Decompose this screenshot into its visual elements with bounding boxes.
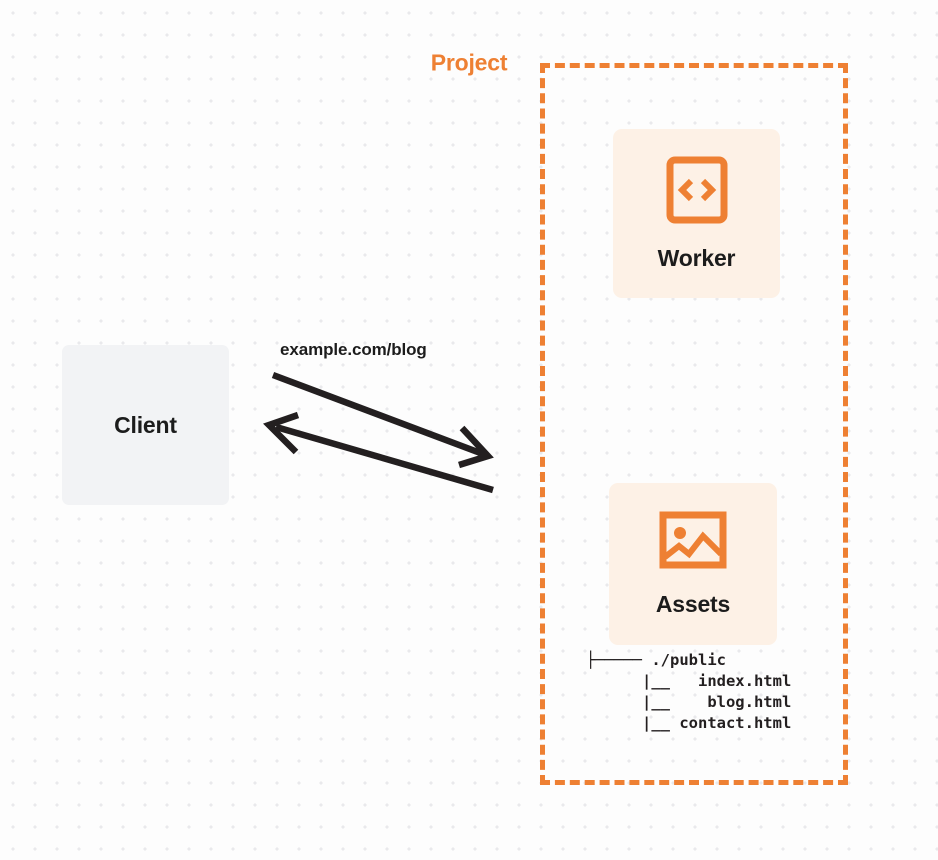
image-icon xyxy=(659,510,727,575)
project-container xyxy=(540,63,848,785)
client-node: Client xyxy=(62,345,229,505)
assets-node: Assets xyxy=(609,483,777,645)
file-tree-line: |__ contact.html xyxy=(586,714,792,732)
worker-node-label: Worker xyxy=(657,244,736,271)
project-title: Project xyxy=(424,49,514,77)
worker-node: Worker xyxy=(613,129,780,298)
code-brackets-icon xyxy=(666,156,728,229)
response-arrow xyxy=(263,411,494,494)
file-tree-line: |__ blog.html xyxy=(586,693,792,711)
file-tree-line: |__ index.html xyxy=(586,672,792,690)
request-url-label: example.com/blog xyxy=(280,340,427,359)
client-node-label: Client xyxy=(114,411,177,438)
connection-arrows xyxy=(263,371,494,494)
assets-file-tree: ├───── ./public |__ index.html |__ blog.… xyxy=(586,650,791,734)
file-tree-line: ├───── ./public xyxy=(586,651,726,669)
assets-node-label: Assets xyxy=(655,591,731,617)
request-arrow xyxy=(271,371,494,469)
